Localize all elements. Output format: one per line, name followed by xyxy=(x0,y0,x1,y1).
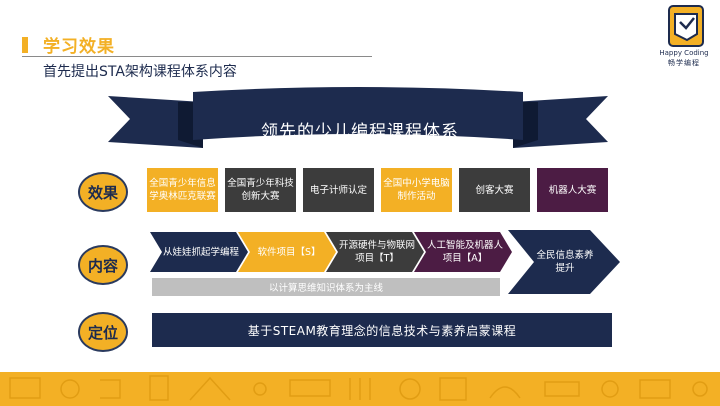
effect-box-robot-contest: 机器人大赛 xyxy=(537,168,608,212)
happy-coding-logo xyxy=(668,5,704,47)
logo-name: Happy Coding xyxy=(659,49,709,57)
title-divider xyxy=(22,56,372,57)
chevron-label-literacy: 全民信息素养提升 xyxy=(536,250,594,274)
effect-box-tech-innovation: 全国青少年科技创新大赛 xyxy=(225,168,296,212)
effect-box-computer-production: 全国中小学电脑制作活动 xyxy=(381,168,452,212)
chevron-label-hardware: 开源硬件与物联网项目【T】 xyxy=(338,240,415,264)
effect-box-electronic-certification: 电子计师认定 xyxy=(303,168,374,212)
chevron-hardware xyxy=(326,232,424,272)
position-bar: 基于STEAM教育理念的信息技术与素养启蒙课程 xyxy=(152,313,612,347)
chevron-software xyxy=(238,232,336,272)
effect-box-maker-contest: 创客大赛 xyxy=(459,168,530,212)
logo-subtitle: 畅学编程 xyxy=(668,59,700,67)
row-label-effect: 效果 xyxy=(78,172,128,212)
row-label-position: 定位 xyxy=(78,312,128,352)
content-mainline-bar: 以计算思维知识体系为主线 xyxy=(152,278,500,296)
banner-title: 领先的少儿编程课程体系 xyxy=(261,122,459,142)
content-chevron-flow xyxy=(150,230,620,294)
title-ribbon-banner xyxy=(108,87,608,148)
page-title: 学习效果 xyxy=(43,37,115,57)
footer-decorative-strip xyxy=(0,372,720,406)
page-subtitle: 首先提出STA架构课程体系内容 xyxy=(43,64,237,80)
chevron-start xyxy=(150,232,248,272)
chevron-literacy xyxy=(508,230,620,294)
chevron-ai xyxy=(414,232,512,272)
chevron-label-start: 从娃娃抓起学编程 xyxy=(162,246,239,258)
chevron-label-ai: 人工智能及机器人项目【A】 xyxy=(426,240,503,264)
effect-box-informatics-olympiad: 全国青少年信息学奥林匹克联赛 xyxy=(147,168,218,212)
chevron-label-software: 软件项目【S】 xyxy=(257,246,321,258)
title-accent-bar xyxy=(22,37,28,53)
row-label-content: 内容 xyxy=(78,245,128,285)
